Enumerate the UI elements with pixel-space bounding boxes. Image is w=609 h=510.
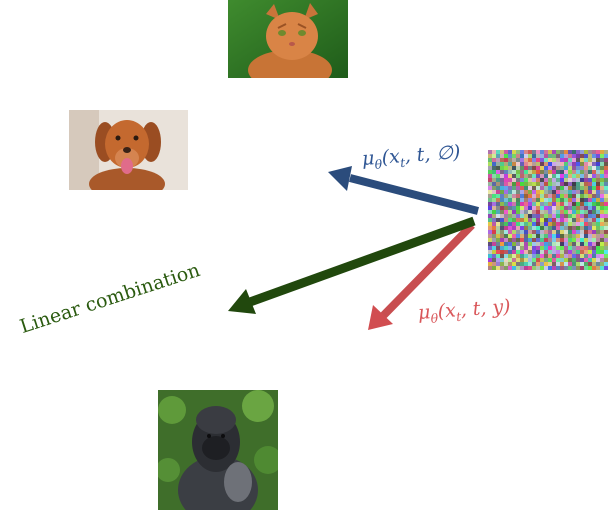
noise-image	[488, 150, 608, 270]
conditional-arrowhead	[368, 305, 393, 330]
dog-photo	[69, 110, 188, 190]
unconditional-arrow	[349, 174, 479, 215]
gorilla-photo	[158, 390, 278, 510]
linear-combination-arrowhead	[228, 289, 256, 314]
conditional-arrow	[379, 222, 475, 320]
linear-combination-arrow	[248, 216, 476, 307]
unconditional-arrowhead	[328, 166, 352, 191]
cat-photo	[228, 0, 348, 78]
